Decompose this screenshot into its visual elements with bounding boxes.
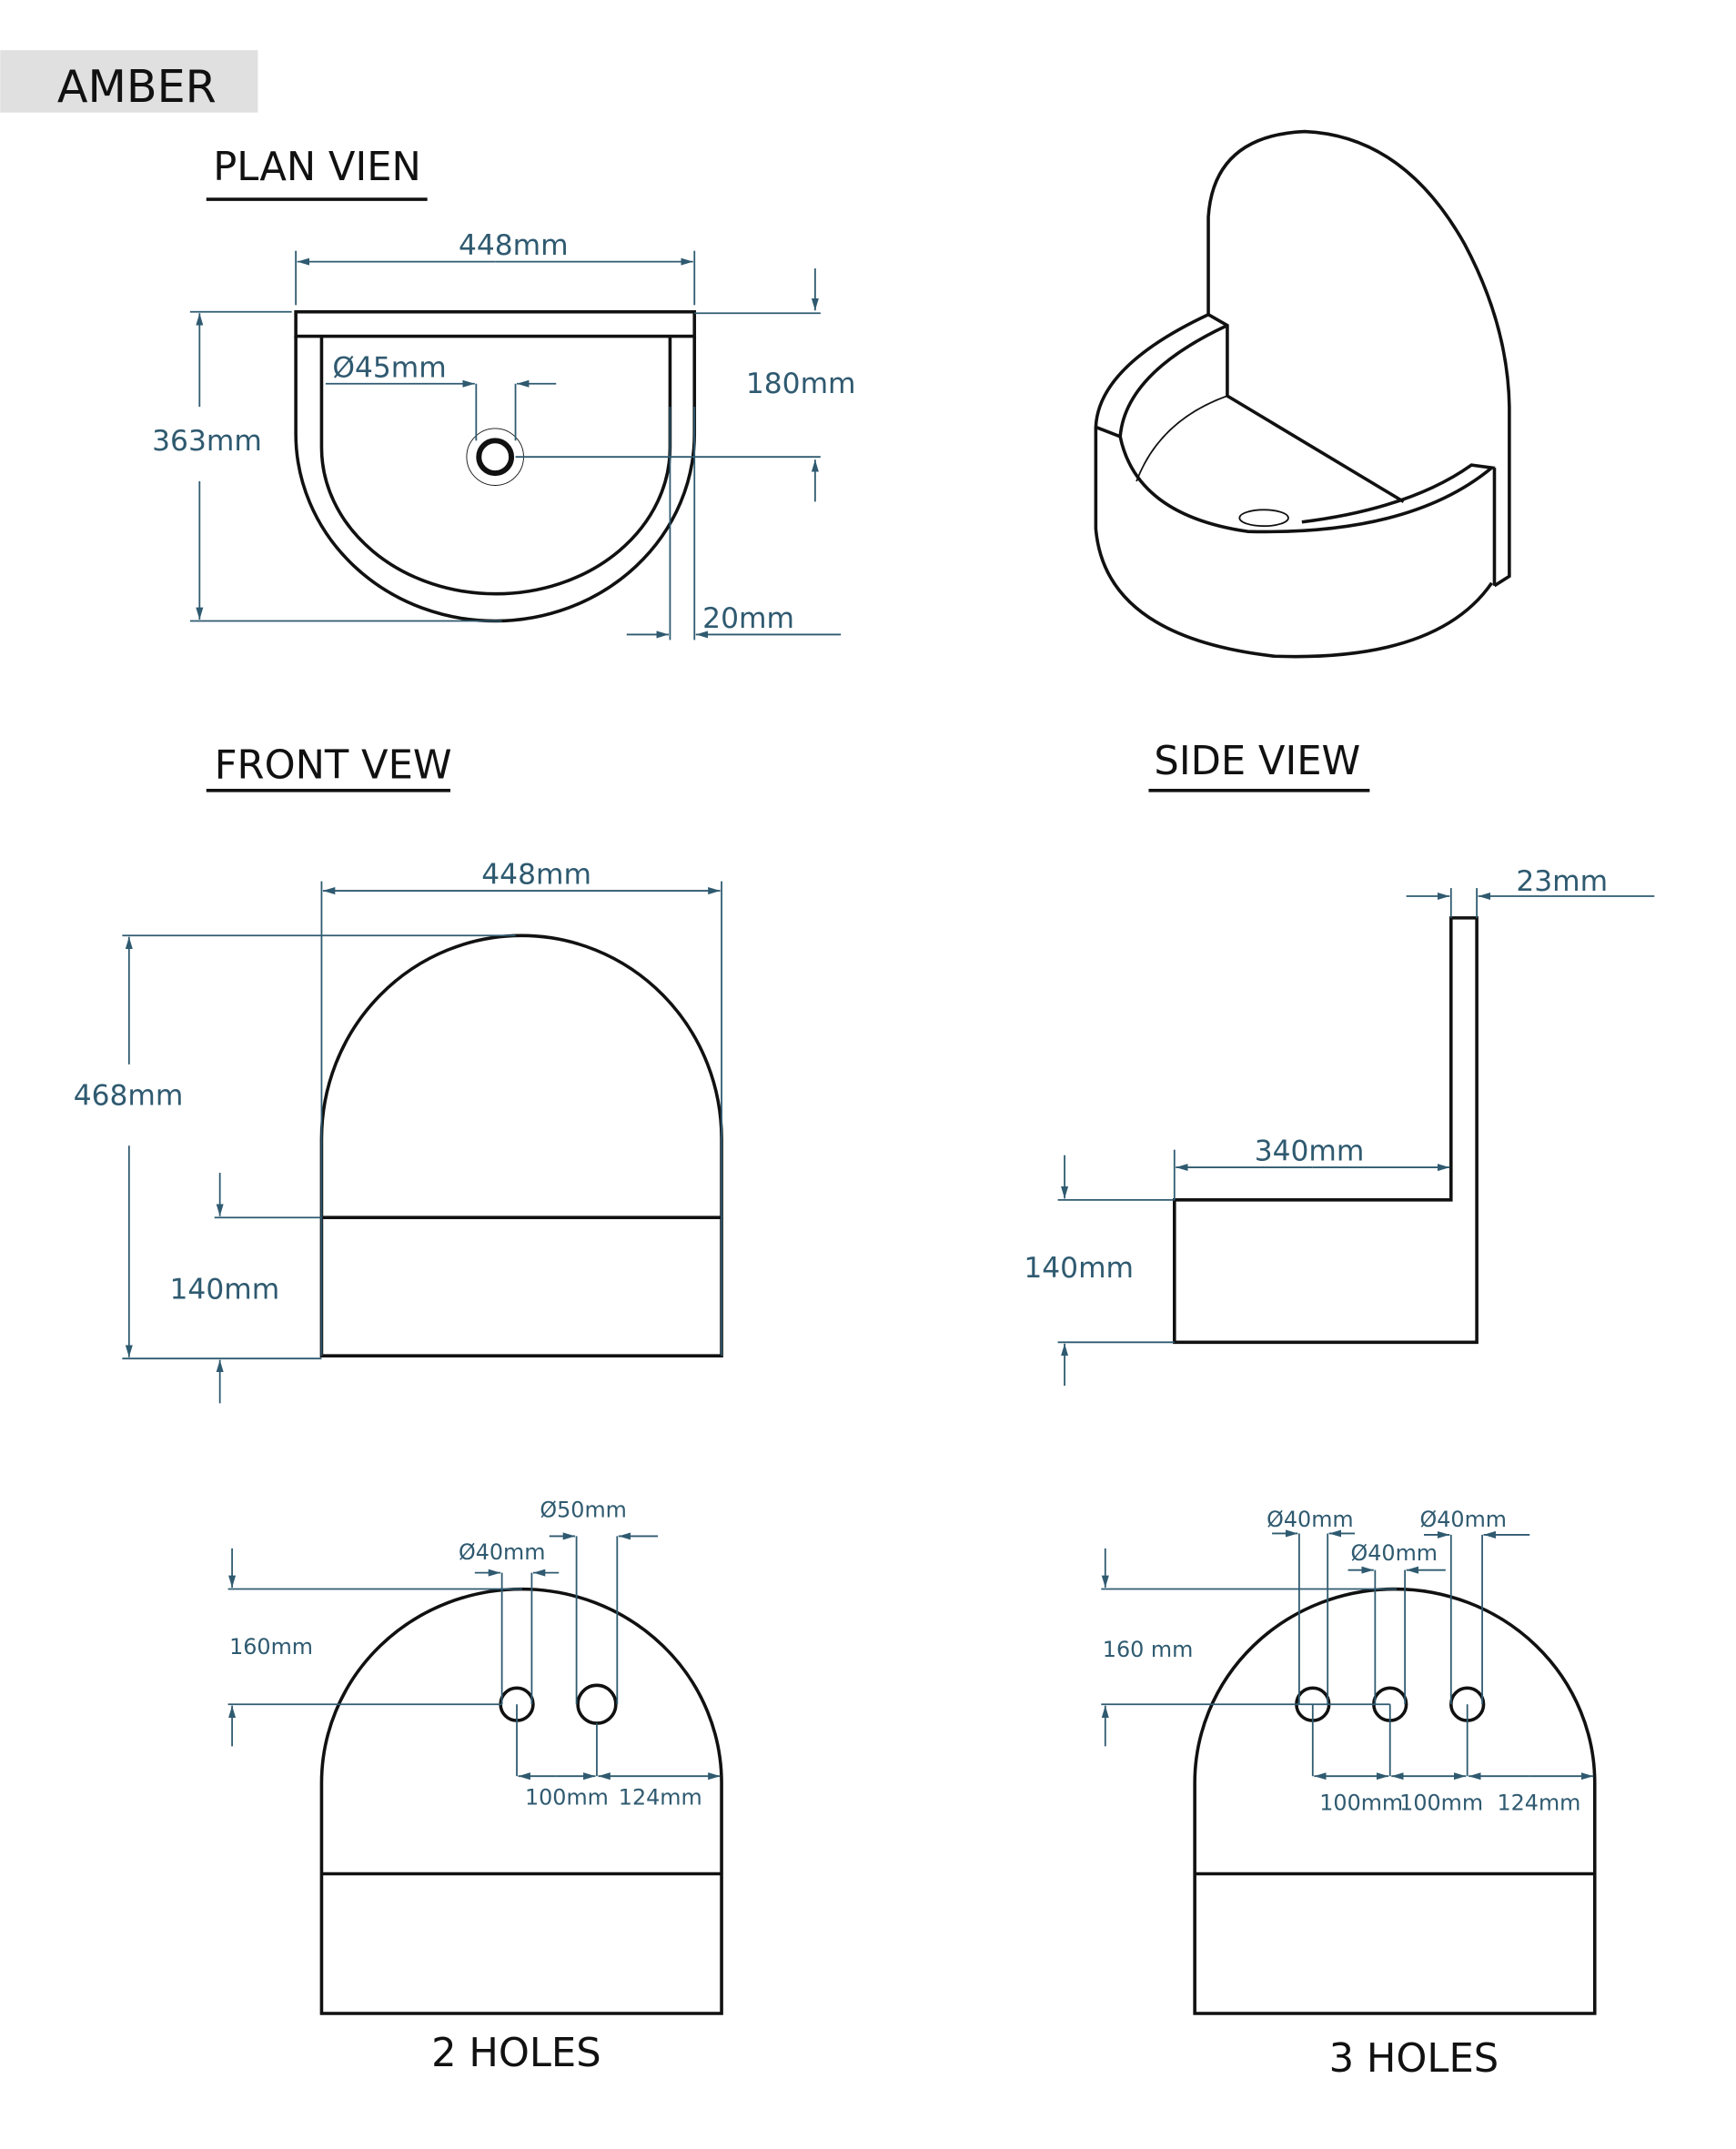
two-holes-spacing: 100mm xyxy=(525,1784,609,1810)
side-view: SIDE VIEW 23mm 340mm 140mm xyxy=(1024,739,1655,1387)
two-holes-height-dim: 160mm xyxy=(229,1634,313,1660)
plan-depth-dim: 363mm xyxy=(152,425,262,458)
plan-view: PLAN VIEN 448mm 363mm Ø45mm 180mm 20mm xyxy=(152,145,856,641)
two-holes-view: 160mm Ø40mm Ø50mm 100mm 124mm 2 HOLES xyxy=(227,1498,723,2076)
title-badge: AMBER xyxy=(0,50,258,113)
tap-hole-icon xyxy=(576,1683,618,1725)
side-depth-dim: 340mm xyxy=(1255,1135,1365,1168)
three-holes-view: 160 mm Ø40mm Ø40mm Ø40mm 100mm 100mm 124… xyxy=(1101,1507,1597,2082)
three-holes-height-dim: 160 mm xyxy=(1103,1637,1193,1662)
isometric-view xyxy=(1094,129,1511,659)
two-holes-diameter-b: Ø50mm xyxy=(540,1498,627,1523)
plan-width-dim: 448mm xyxy=(459,229,569,262)
three-holes-edge: 124mm xyxy=(1497,1790,1580,1815)
two-holes-edge: 124mm xyxy=(619,1784,702,1810)
drain-offset-dim: 180mm xyxy=(746,368,856,400)
title: AMBER xyxy=(57,60,217,113)
three-holes-label: 3 HOLES xyxy=(1329,2036,1499,2082)
three-holes-spacing-1: 100mm xyxy=(1319,1790,1403,1815)
side-view-label: SIDE VIEW xyxy=(1154,739,1360,784)
three-holes-spacing-2: 100mm xyxy=(1399,1790,1483,1815)
two-holes-diameter-a: Ø40mm xyxy=(459,1539,546,1565)
three-holes-diameter-b: Ø40mm xyxy=(1351,1540,1438,1566)
rim-width-dim: 20mm xyxy=(702,602,794,635)
drain-icon xyxy=(476,438,515,477)
front-view: FRONT VEW 448mm 468mm 140mm xyxy=(74,742,723,1404)
three-holes-diameter-c: Ø40mm xyxy=(1420,1507,1508,1532)
panel-thickness-dim: 23mm xyxy=(1516,865,1608,898)
side-basin-height-dim: 140mm xyxy=(1024,1252,1134,1285)
front-basin-height-dim: 140mm xyxy=(170,1274,280,1307)
three-holes-diameter-a: Ø40mm xyxy=(1267,1507,1354,1532)
front-width-dim: 448mm xyxy=(481,859,591,892)
front-height-dim: 468mm xyxy=(74,1080,184,1113)
two-holes-label: 2 HOLES xyxy=(431,2031,601,2076)
plan-view-label: PLAN VIEN xyxy=(213,145,421,190)
front-view-label: FRONT VEW xyxy=(215,742,452,788)
drain-diameter-dim: Ø45mm xyxy=(332,351,446,384)
